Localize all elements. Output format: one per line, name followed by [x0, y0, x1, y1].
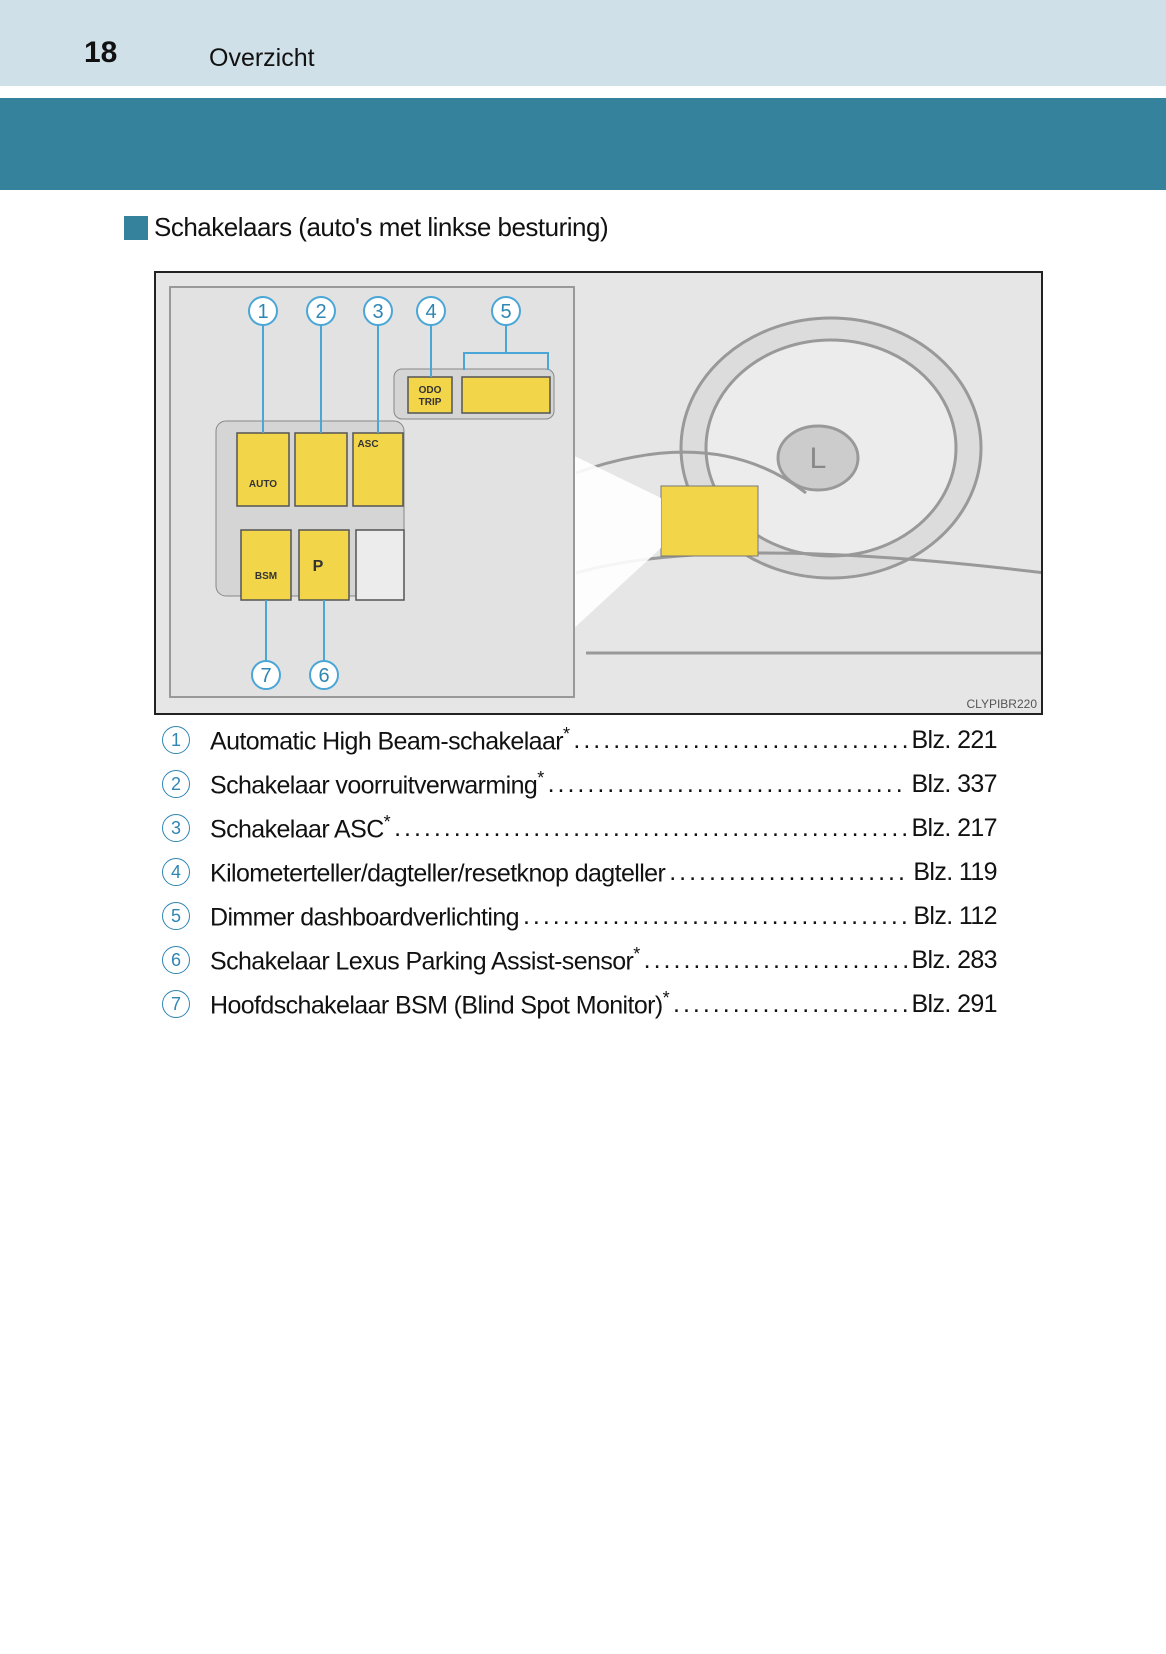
leader-dots	[673, 990, 907, 1019]
callout-2: 2	[315, 301, 326, 323]
asterisk: *	[537, 767, 544, 788]
svg-text:L: L	[810, 442, 827, 475]
section-heading: Schakelaars (auto's met linkse besturing…	[124, 212, 609, 243]
page-ref: Blz. 337	[911, 769, 997, 798]
leader-dots	[669, 858, 909, 887]
asterisk: *	[633, 943, 640, 964]
list-item: 6 Schakelaar Lexus Parking Assist-sensor*…	[162, 938, 998, 982]
item-number: 2	[162, 770, 190, 798]
callouts: 1 2 3 4 5 7 6	[248, 296, 521, 690]
list-item: 2 Schakelaar voorruitverwarming* Blz. 337	[162, 762, 998, 806]
item-number: 3	[162, 814, 190, 842]
item-number: 4	[162, 858, 190, 886]
leader-dots	[573, 726, 907, 755]
page-ref: Blz. 291	[911, 989, 997, 1018]
dashboard-drawing: L AUTO ASC BSM P ODO TRIP	[156, 273, 1041, 713]
odo-label: ODO	[419, 385, 442, 396]
leader-dots	[394, 814, 907, 843]
bsm-label: BSM	[255, 571, 277, 582]
callout-4: 4	[425, 301, 436, 323]
item-label: Schakelaar ASC	[210, 815, 384, 844]
list-item: 4 Kilometerteller/dagteller/resetknop dag…	[162, 850, 998, 894]
section-title: Schakelaars (auto's met linkse besturing…	[154, 212, 609, 242]
item-number: 5	[162, 902, 190, 930]
item-label: Hoofdschakelaar BSM (Blind Spot Monitor)	[210, 991, 663, 1020]
trip-label: TRIP	[419, 397, 442, 408]
callout-7: 7	[260, 665, 271, 687]
list-item: 7 Hoofdschakelaar BSM (Blind Spot Monitor…	[162, 982, 998, 1026]
section-square-icon	[124, 215, 148, 240]
item-label: Schakelaar Lexus Parking Assist-sensor	[210, 947, 634, 976]
asterisk: *	[383, 811, 391, 832]
page-number: 18	[84, 36, 118, 69]
page-ref: Blz. 283	[911, 945, 997, 974]
item-label: Automatic High Beam-schakelaar	[210, 727, 564, 756]
callout-5: 5	[500, 301, 511, 323]
leader-dots	[644, 946, 908, 975]
callout-3: 3	[372, 301, 383, 323]
asterisk: *	[563, 723, 570, 744]
list-item: 5 Dimmer dashboardverlichting Blz. 112	[162, 894, 998, 938]
item-number: 7	[162, 990, 190, 1018]
zoom-source-highlight	[660, 485, 759, 557]
auto-label: AUTO	[249, 479, 277, 490]
asterisk: *	[662, 987, 670, 1008]
item-number: 6	[162, 946, 190, 974]
page-header: 18 Overzicht	[0, 0, 1166, 86]
page-title: Overzicht	[209, 44, 315, 72]
list-item: 3 Schakelaar ASC* Blz. 217	[162, 806, 998, 850]
p-label: P	[313, 558, 324, 575]
page-ref: Blz. 217	[911, 813, 997, 842]
leader-dots	[548, 770, 908, 799]
page-ref: Blz. 221	[911, 725, 997, 754]
callout-6: 6	[318, 665, 329, 687]
list-item: 1 Automatic High Beam-schakelaar* Blz. 221	[162, 718, 998, 762]
switches-illustration: L AUTO ASC BSM P ODO TRIP	[154, 271, 1043, 715]
asc-label: ASC	[357, 439, 378, 450]
item-number: 1	[162, 726, 190, 754]
chapter-band	[0, 98, 1166, 190]
page-ref: Blz. 112	[913, 901, 997, 930]
item-label: Schakelaar voorruitverwarming	[210, 771, 538, 800]
leader-dots	[523, 902, 909, 931]
callout-1: 1	[257, 301, 268, 323]
page-ref: Blz. 119	[913, 857, 997, 886]
item-label: Kilometerteller/dagteller/resetknop dagt…	[210, 859, 666, 888]
figure-code: CLYPIBR220	[966, 697, 1037, 711]
item-label: Dimmer dashboardverlichting	[210, 903, 520, 932]
